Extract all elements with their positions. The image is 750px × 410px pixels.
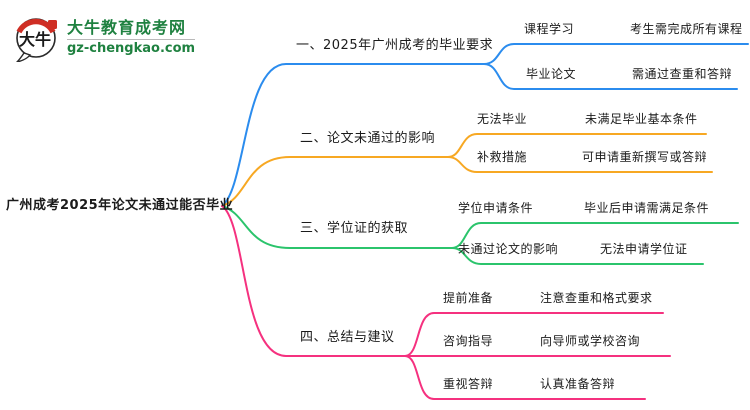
branch-2-child-2-value-node[interactable]: 可申请重新撰写或答辩 xyxy=(582,150,708,164)
branch-2-child-1-label-node[interactable]: 无法毕业 xyxy=(477,112,528,126)
branch-3-child-2-value-node[interactable]: 无法申请学位证 xyxy=(600,242,688,256)
branch-4-node[interactable]: 四、总结与建议 xyxy=(300,330,395,345)
branch-3-child-1-label-node[interactable]: 学位申请条件 xyxy=(458,201,534,215)
branch-4-child-2-label-node[interactable]: 咨询指导 xyxy=(443,334,494,348)
branch-1-node[interactable]: 一、2025年广州成考的毕业要求 xyxy=(296,38,494,53)
branch-4-main-line xyxy=(221,205,406,357)
branch-2-child-1-value-node[interactable]: 未满足毕业基本条件 xyxy=(585,112,698,126)
site-logo[interactable]: 大牛 大牛教育成考网 gz-chengkao.com xyxy=(12,12,196,62)
branch-4-child-3-label-node[interactable]: 重视答辩 xyxy=(443,377,494,391)
logo-divider xyxy=(67,39,196,40)
logo-title: 大牛教育成考网 xyxy=(67,18,187,37)
branch-3-child-2-line xyxy=(451,247,704,265)
bull-characters: 大牛 xyxy=(19,30,51,49)
branch-1-child-1-line xyxy=(483,43,749,65)
logo-subtitle: gz-chengkao.com xyxy=(67,41,196,56)
branch-4-child-1-line xyxy=(404,312,664,357)
branch-2-child-2-line xyxy=(447,156,713,173)
branch-4-child-1-value-node[interactable]: 注意查重和格式要求 xyxy=(540,291,653,305)
branch-1-child-2-line xyxy=(483,63,738,90)
speech-bubble-tail xyxy=(16,52,32,62)
branch-4-child-2-value-node[interactable]: 向导师或学校咨询 xyxy=(540,334,641,348)
branch-3-child-1-value-node[interactable]: 毕业后申请需满足条件 xyxy=(584,201,710,215)
branch-2-child-1-line xyxy=(447,133,707,158)
branch-2-main-line xyxy=(221,156,449,207)
branch-2-node[interactable]: 二、论文未通过的影响 xyxy=(300,131,436,146)
branch-4-child-1-label-node[interactable]: 提前准备 xyxy=(443,291,494,305)
branch-4-child-3-value-node[interactable]: 认真准备答辩 xyxy=(540,377,616,391)
branch-3-child-1-line xyxy=(451,222,739,249)
red-seal xyxy=(48,20,57,29)
bull-mascot-icon: 大牛 xyxy=(16,18,57,62)
branch-1-main-line xyxy=(221,63,485,207)
branch-3-node[interactable]: 三、学位证的获取 xyxy=(300,221,409,236)
branch-4-child-3-line xyxy=(404,355,646,400)
center-topic-node[interactable]: 广州成考2025年论文未通过能否毕业 xyxy=(6,198,234,213)
branch-1-child-2-value-node[interactable]: 需通过查重和答辩 xyxy=(632,67,733,81)
branch-1-child-2-label-node[interactable]: 毕业论文 xyxy=(526,67,577,81)
branch-1-child-1-value-node[interactable]: 考生需完成所有课程 xyxy=(630,22,743,36)
branch-2-child-2-label-node[interactable]: 补救措施 xyxy=(477,150,528,164)
branch-3-child-2-label-node[interactable]: 未通过论文的影响 xyxy=(458,242,559,256)
branch-1-child-1-label-node[interactable]: 课程学习 xyxy=(524,22,575,36)
branch-3-main-line xyxy=(221,205,453,249)
